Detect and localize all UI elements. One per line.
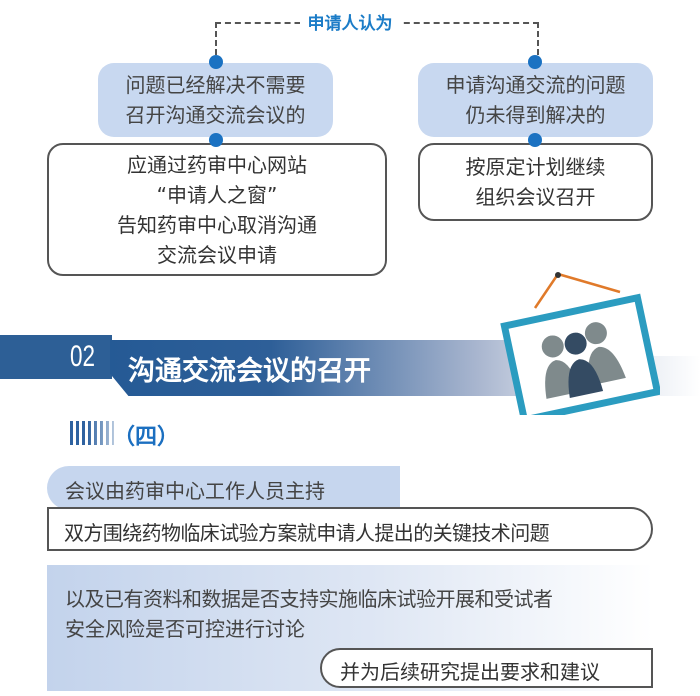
banner-number-block: [0, 335, 112, 379]
text-line: 组织会议召开: [475, 185, 596, 209]
left-action-box: 应通过药审中心网站 “申请人之窗” 告知药审中心取消沟通交流会议申请: [47, 143, 387, 276]
section-number: 02: [70, 340, 96, 373]
right-action-box: 按原定计划继续组织会议召开: [418, 143, 653, 221]
details-line: 以及已有资料和数据是否支持实施临床试验开展和受试者: [65, 587, 553, 611]
decision-title: 申请人认为: [0, 9, 700, 34]
details-line: 安全风险是否可控进行讨论: [65, 617, 305, 641]
decision-title-text: 申请人认为: [299, 14, 401, 34]
subsection-label: （四）: [113, 425, 180, 450]
text-line: 交流会议申请: [157, 242, 277, 267]
followup-box: 并为后续研究提出要求和建议: [320, 648, 653, 688]
text-line: 问题已经解决不需要: [125, 73, 306, 97]
discussion-box: 双方围绕药物临床试验方案就申请人提出的关键技术问题: [47, 507, 653, 551]
text-line: 应通过药审中心网站: [127, 152, 307, 177]
connector-dot: [209, 133, 223, 147]
left-condition-box: 问题已经解决不需要召开沟通交流会议的: [98, 63, 333, 137]
host-pill: 会议由药审中心工作人员主持: [47, 466, 400, 510]
host-text: 会议由药审中心工作人员主持: [65, 479, 325, 503]
section-title: 沟通交流会议的召开: [128, 356, 371, 387]
discussion-text: 双方围绕药物临床试验方案就申请人提出的关键技术问题: [64, 521, 550, 545]
text-line: “申请人之窗”: [156, 182, 278, 207]
connector-dot: [528, 133, 542, 147]
text-line: 按原定计划继续: [465, 155, 606, 179]
connector-dot: [528, 55, 542, 69]
stripes-icon: [70, 421, 114, 445]
followup-text: 并为后续研究提出要求和建议: [340, 660, 600, 684]
meeting-people-frame-icon: [500, 272, 660, 415]
details-box: 以及已有资料和数据是否支持实施临床试验开展和受试者 安全风险是否可控进行讨论 并…: [47, 565, 653, 691]
text-line: 召开沟通交流会议的: [125, 103, 306, 127]
text-line: 申请沟通交流的问题: [445, 73, 626, 97]
connector-dot: [209, 55, 223, 69]
right-condition-box: 申请沟通交流的问题仍未得到解决的: [418, 63, 653, 137]
text-line: 仍未得到解决的: [465, 103, 606, 127]
text-line: 告知药审中心取消沟通: [117, 212, 317, 237]
banner-title-bar: [110, 340, 570, 396]
